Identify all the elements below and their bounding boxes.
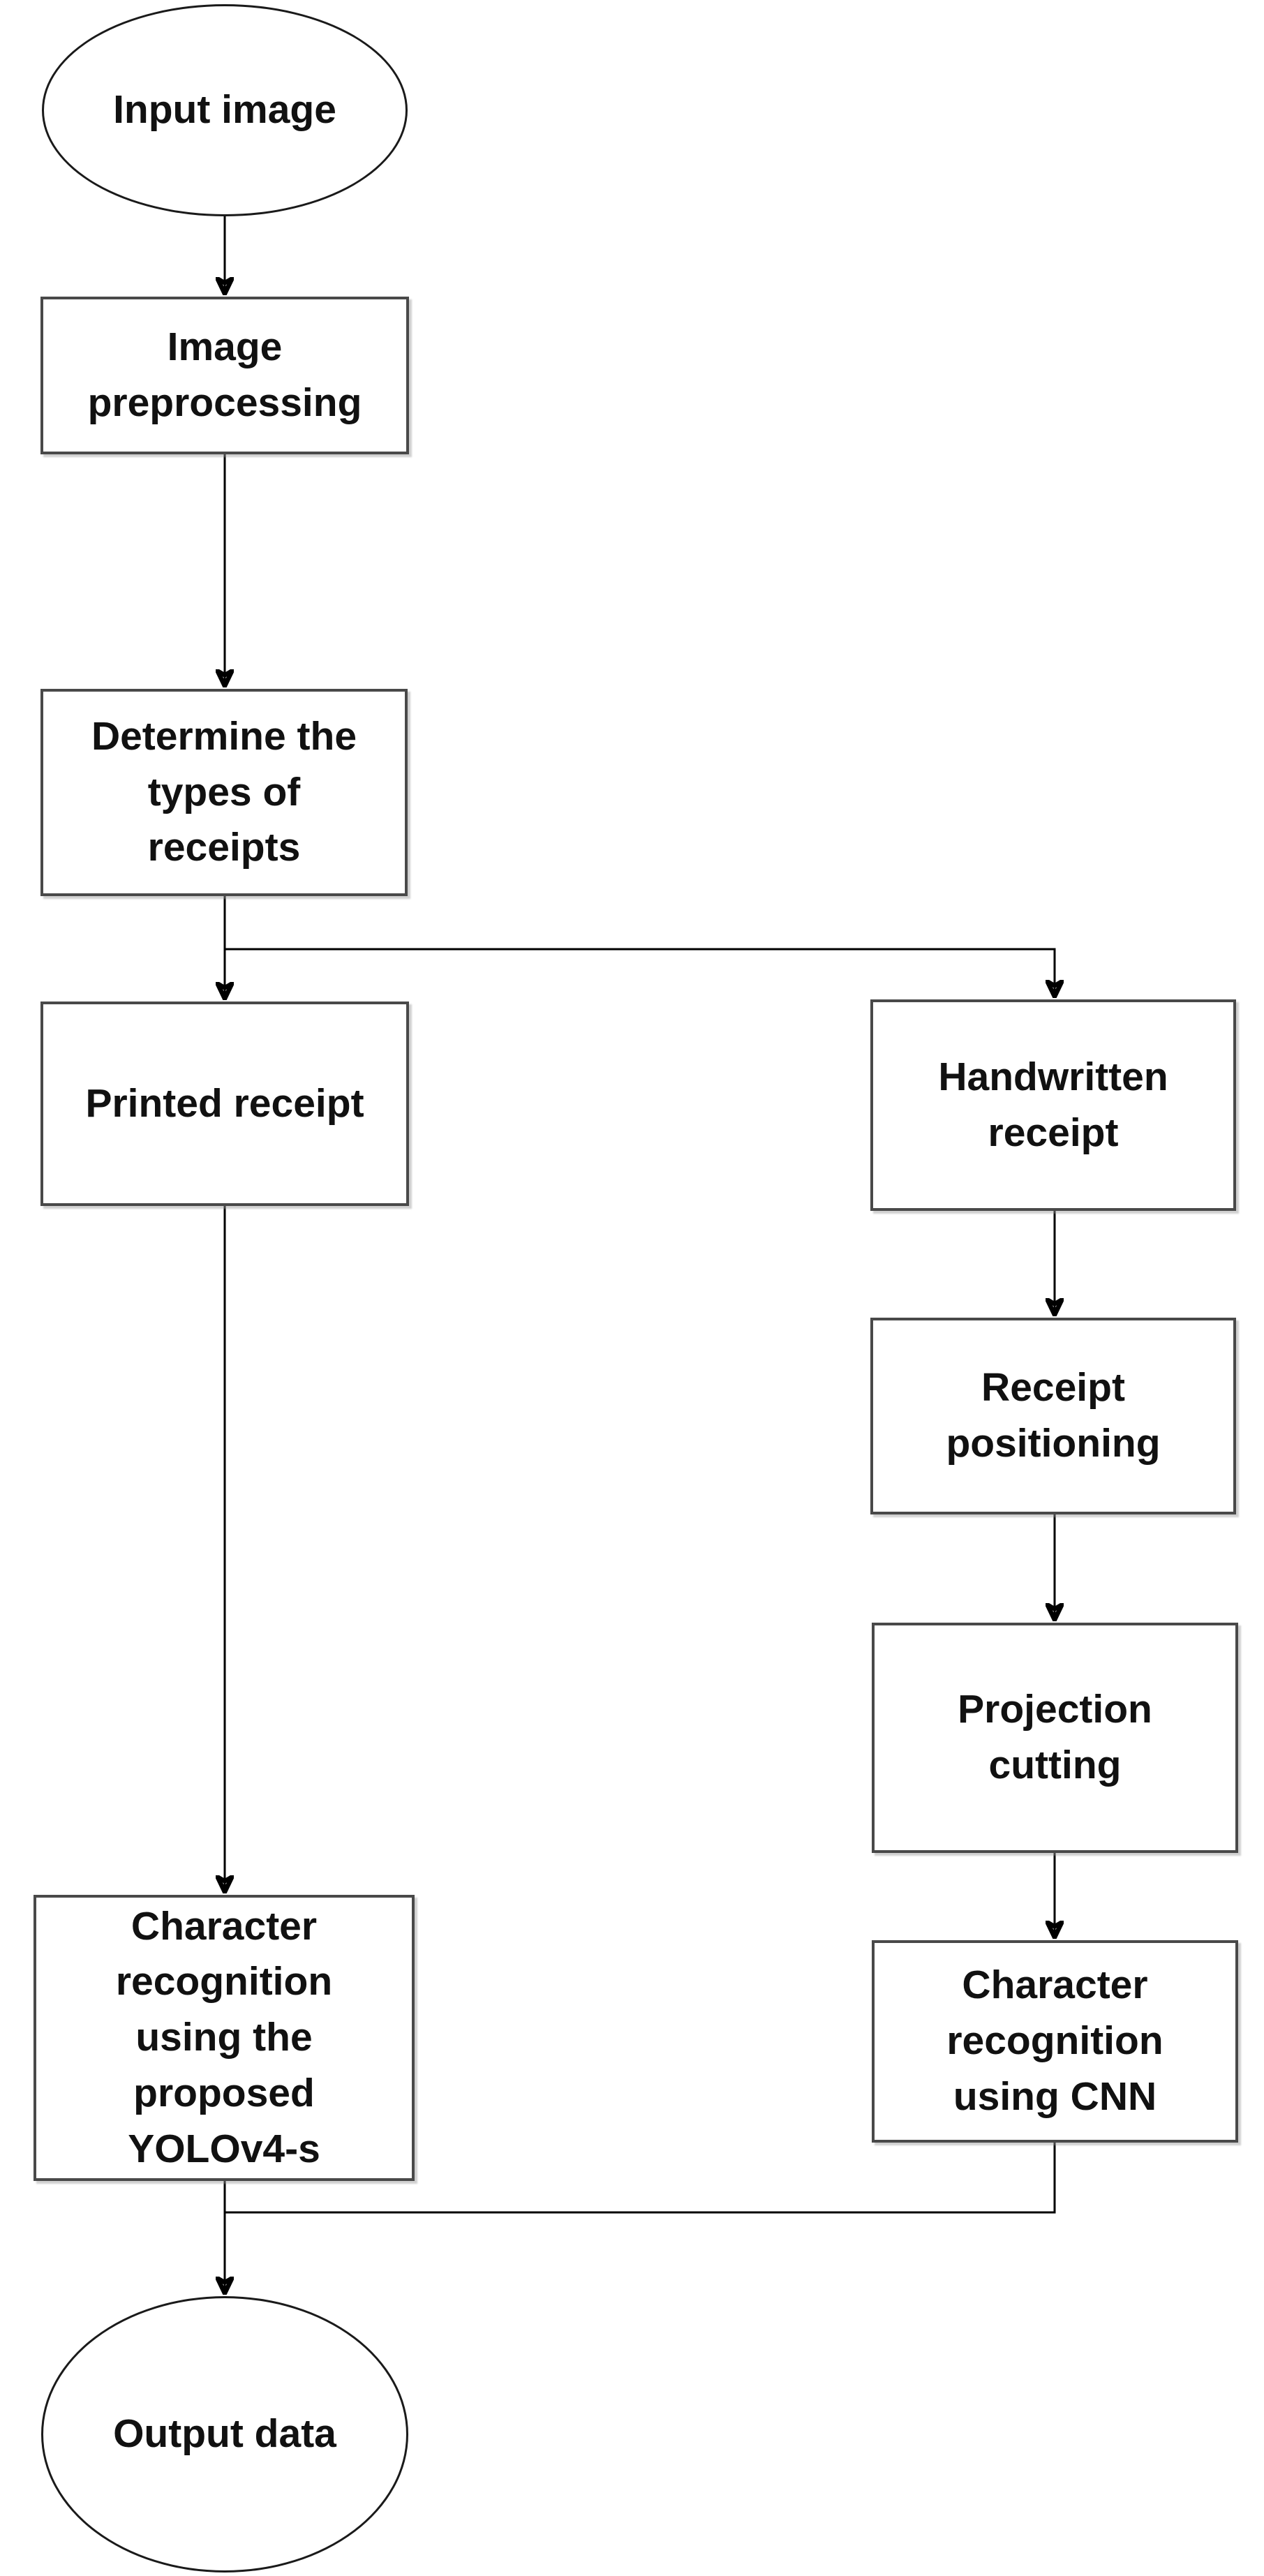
node-printed-receipt-label: Printed receipt <box>85 1080 364 1126</box>
node-receipt-positioning: Receipt positioning <box>870 1318 1236 1514</box>
node-input-image: Input image <box>42 4 408 216</box>
node-handwritten-receipt: Handwritten receipt <box>870 999 1236 1211</box>
node-image-preprocessing: Image preprocessing <box>40 297 409 454</box>
node-character-recognition-yolov4s-label: Character recognition using the proposed… <box>115 1903 333 2171</box>
node-projection-cutting: Projection cutting <box>872 1623 1238 1853</box>
node-determine-receipt-types: Determine the types of receipts <box>40 689 408 896</box>
node-printed-receipt: Printed receipt <box>40 1002 409 1206</box>
node-image-preprocessing-label: Image preprocessing <box>87 325 362 425</box>
arrow-determine-to-handwritten <box>225 948 1055 997</box>
node-character-recognition-cnn-label: Character recognition using CNN <box>946 1963 1163 2119</box>
node-determine-receipt-types-label: Determine the types of receipts <box>91 713 357 870</box>
node-output-data-label: Output data <box>113 2411 336 2457</box>
node-input-image-label: Input image <box>113 87 336 133</box>
node-projection-cutting-label: Projection cutting <box>958 1687 1152 1787</box>
node-handwritten-receipt-label: Handwritten receipt <box>938 1054 1168 1155</box>
node-receipt-positioning-label: Receipt positioning <box>946 1365 1161 1466</box>
line-cnn-to-merge <box>225 2143 1056 2214</box>
node-output-data: Output data <box>41 2296 408 2573</box>
node-character-recognition-cnn: Character recognition using CNN <box>872 1940 1238 2143</box>
node-character-recognition-yolov4s: Character recognition using the proposed… <box>34 1895 415 2181</box>
